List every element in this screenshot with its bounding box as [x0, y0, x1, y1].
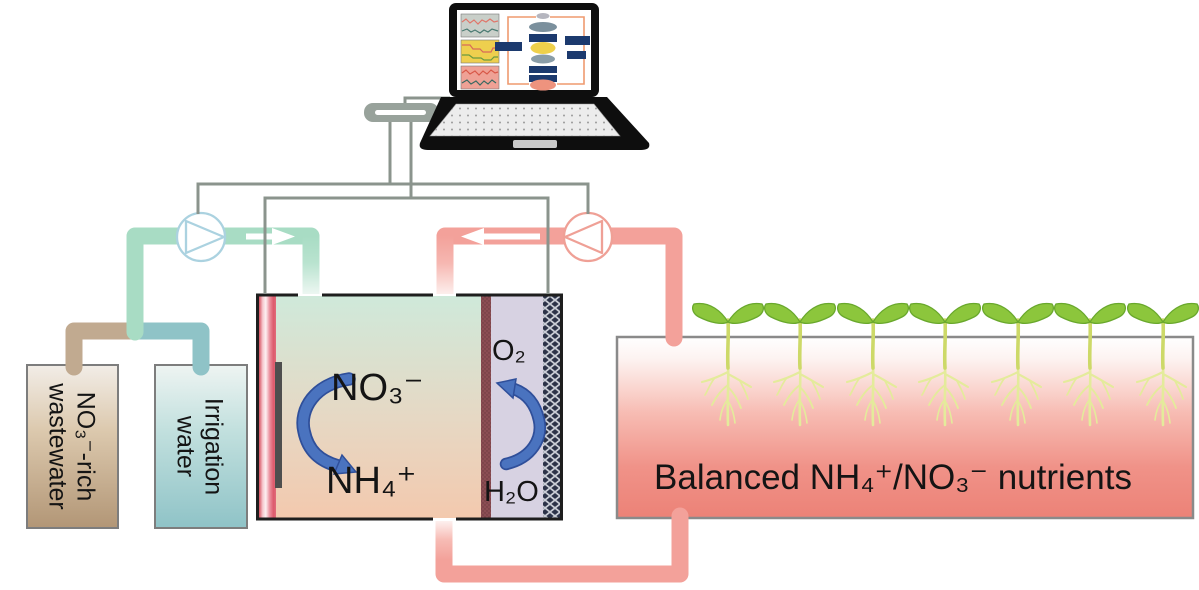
- laptop-chart-panels: [460, 13, 500, 90]
- return-pump-icon: [562, 211, 614, 263]
- cell-border: [256, 293, 563, 521]
- laptop-icon: [419, 3, 650, 150]
- wastewater-pipe: [65, 322, 140, 376]
- white-arrow-right: [246, 228, 295, 245]
- curved-blue-arrow-up: [495, 378, 547, 471]
- controller-box-icon: [364, 103, 439, 122]
- growbed-label: Balanced NH₄⁺/NO₃⁻ nutrients: [654, 458, 1132, 497]
- white-arrow-left: [461, 228, 540, 245]
- growbed-container: [615, 335, 1195, 520]
- irrigation-pipe: [129, 322, 210, 376]
- catholyte-chamber: [259, 296, 481, 518]
- cathode-reactant-label: NO₃⁻: [331, 367, 424, 409]
- control-wires: [196, 96, 590, 294]
- wastewater-tank: [26, 364, 119, 529]
- feed-pump-icon: [175, 211, 227, 263]
- membrane: [481, 296, 491, 518]
- mesh-electrode: [543, 296, 561, 518]
- anode-reactant-label: H₂O: [484, 476, 539, 508]
- red-electrode: [259, 296, 276, 518]
- return-pipe-bottom: [435, 507, 689, 583]
- wastewater-tank-label: NO₃⁻-rich wastewater: [44, 383, 100, 510]
- laptop-flowchart: [495, 13, 590, 91]
- electrochemical-cell: [256, 293, 563, 521]
- curved-blue-arrow-down: [296, 372, 358, 475]
- cathode-product-label: NH₄⁺: [326, 460, 417, 502]
- anode-product-label: O₂: [492, 335, 526, 367]
- cathode-plate: [275, 362, 282, 488]
- irrigation-tank-label: Irrigation water: [172, 397, 228, 496]
